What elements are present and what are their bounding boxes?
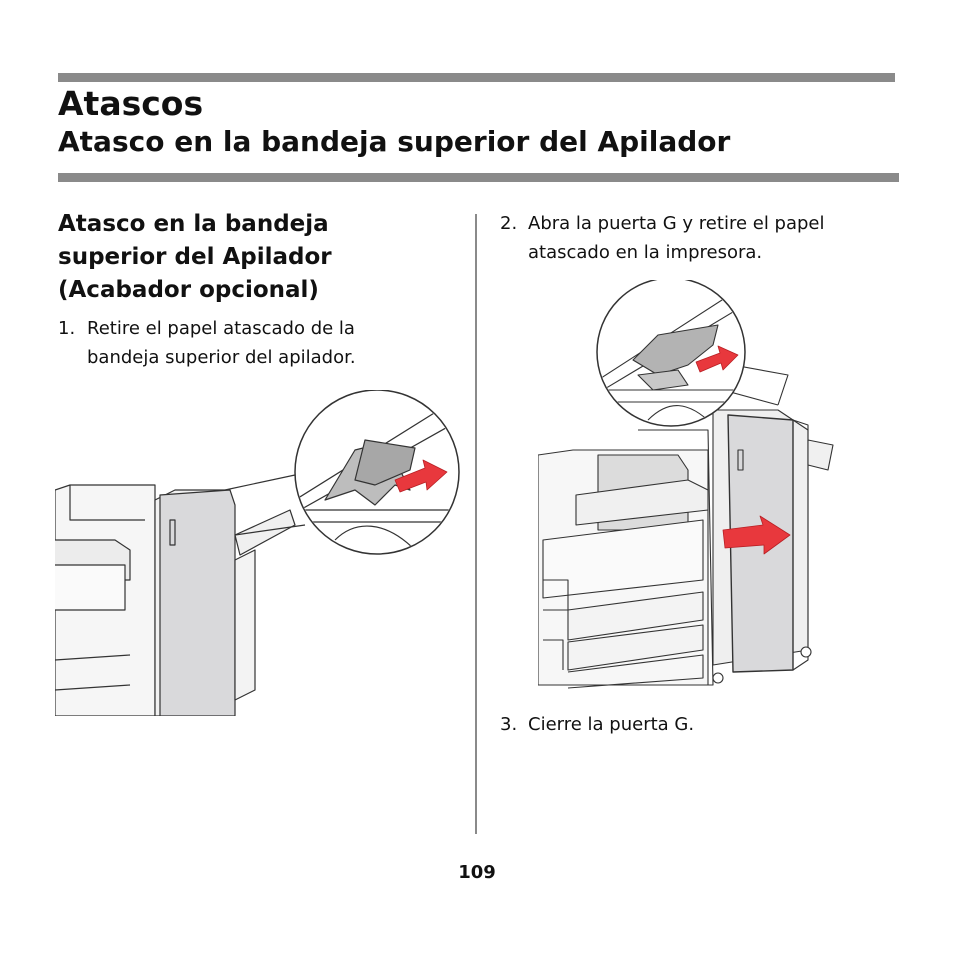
subsection-heading: Atasco en la bandeja superior del Apilad… [58, 211, 332, 303]
page-number: 109 [458, 862, 496, 883]
step-1-number: 1. [58, 318, 76, 339]
step-1: 1. Retire el papel atascado de la bandej… [58, 314, 408, 372]
open-door-g-illustration [538, 280, 834, 689]
step-2: 2. Abra la puerta G y retire el papel at… [500, 209, 900, 267]
step-3: 3. Cierre la puerta G. [500, 710, 900, 739]
step-2-number: 2. [500, 213, 518, 234]
stacker-top-tray-jam-illustration [55, 390, 460, 716]
header-rule-top [58, 73, 895, 82]
header-rule-bottom [58, 173, 899, 182]
chapter-title: Atascos [58, 84, 204, 123]
step-3-text: Cierre la puerta G. [528, 714, 695, 735]
step-2-text: Abra la puerta G y retire el papel atasc… [528, 213, 825, 263]
section-title: Atasco en la bandeja superior del Apilad… [58, 125, 731, 158]
step-3-number: 3. [500, 714, 518, 735]
column-divider [475, 214, 477, 834]
step-1-text: Retire el papel atascado de la bandeja s… [87, 318, 356, 368]
